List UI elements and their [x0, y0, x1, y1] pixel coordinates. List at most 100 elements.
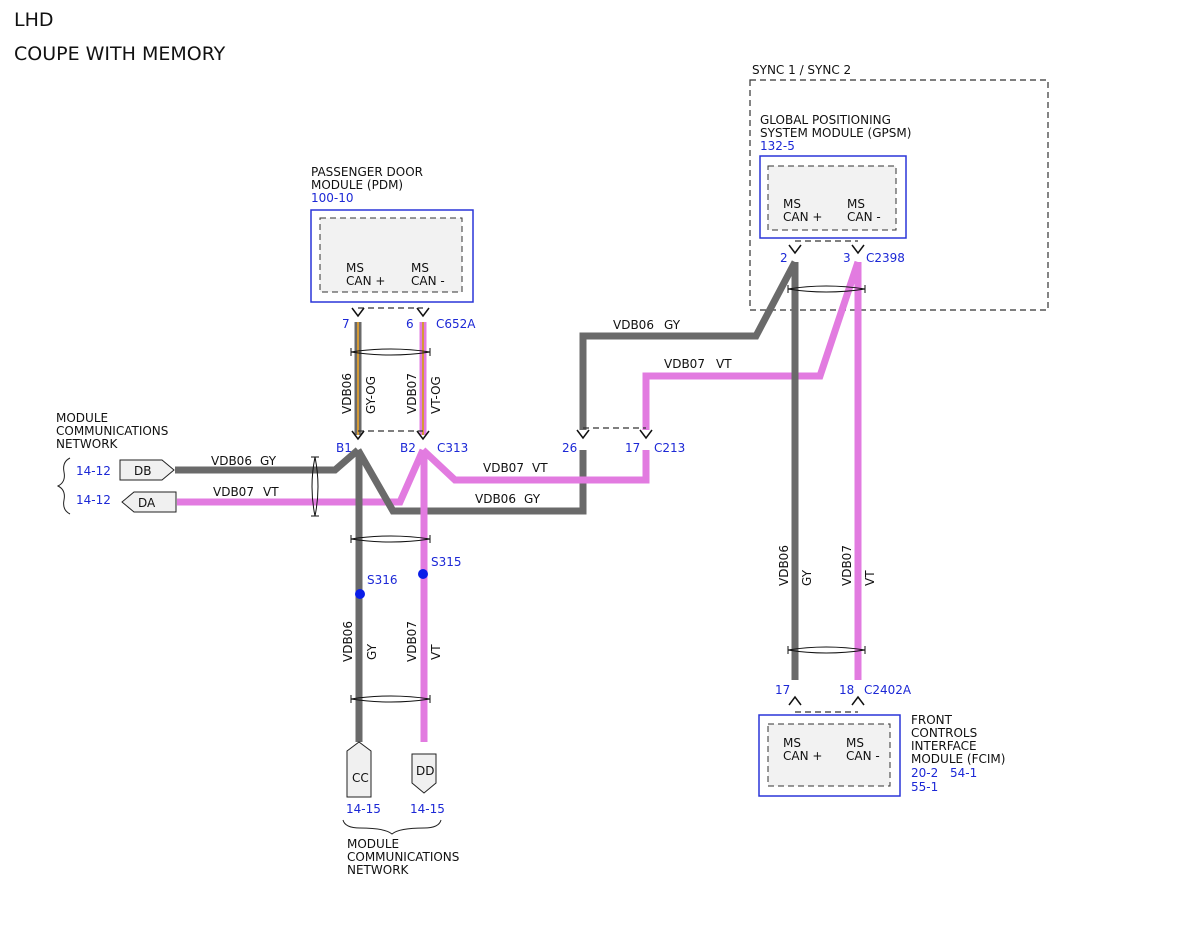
fcim-can-plus: CAN + — [783, 749, 822, 763]
connector-da[interactable] — [121, 491, 177, 513]
c313-pin-a: B1 — [336, 441, 352, 455]
fcim-name-line3: INTERFACE — [911, 739, 977, 753]
bottom-network-line3: NETWORK — [347, 863, 410, 877]
pdm-ms-label-b: MS — [411, 261, 429, 275]
sync-region-title: SYNC 1 / SYNC 2 — [752, 63, 851, 77]
wl-left-vt: VT — [263, 485, 279, 499]
splice-s316-dot — [355, 589, 365, 599]
left-network-line3: NETWORK — [56, 437, 119, 451]
bottom-network: CC DD 14-15 14-15 MODULE COMMUNICATIONS … — [342, 741, 459, 877]
c2398-pin-a: 2 — [780, 251, 788, 265]
c652a-pin-b: 6 — [406, 317, 414, 331]
wl-low-gy: GY — [365, 643, 379, 660]
left-network-line2: COMMUNICATIONS — [56, 424, 168, 438]
left-db-ref: 14-12 — [76, 464, 111, 478]
left-network: MODULE COMMUNICATIONS NETWORK 14-12 14-1… — [56, 411, 177, 515]
c313-id: C313 — [437, 441, 468, 455]
fcim-name-line1: FRONT — [911, 713, 953, 727]
pdm-internal — [319, 217, 463, 293]
c2402a-pin-a: 17 — [775, 683, 790, 697]
connector-da-label: DA — [138, 496, 156, 510]
wire-vdb07-b2-to-c213 — [420, 447, 650, 484]
fcim-name-line2: CONTROLS — [911, 726, 977, 740]
fcim-internal — [767, 723, 891, 787]
wl-right-vdb07: VDB07 — [840, 545, 854, 586]
connector-dd[interactable] — [411, 753, 437, 794]
bottom-cc-ref: 14-15 — [346, 802, 381, 816]
gpsm-ms-label-b: MS — [847, 197, 865, 211]
wl-pdm-vdb07: VDB07 — [405, 373, 419, 414]
gpsm-can-plus: CAN + — [783, 210, 822, 224]
c213-pin-a: 26 — [562, 441, 577, 455]
wl-top-vt: VT — [716, 357, 732, 371]
fcim-ref-1: 20-2 — [911, 766, 938, 780]
splice-s315-dot — [418, 569, 428, 579]
fcim-ref-2: 54-1 — [950, 766, 977, 780]
wl-mid-vt: VT — [532, 461, 548, 475]
wl-top-vdb06: VDB06 — [613, 318, 654, 332]
wire-vdb07-left — [177, 448, 427, 506]
wl-mid-vdb06: VDB06 — [475, 492, 516, 506]
wl-top-gy: GY — [664, 318, 681, 332]
wl-right-vt: VT — [863, 570, 877, 586]
connector-cc[interactable] — [346, 741, 372, 798]
bottom-network-line2: COMMUNICATIONS — [347, 850, 459, 864]
splice-s315-label: S315 — [431, 555, 462, 569]
wl-low-vt: VT — [429, 644, 443, 660]
wl-low-vdb06: VDB06 — [341, 621, 355, 662]
fcim-can-minus: CAN - — [846, 749, 880, 763]
wl-right-vdb06: VDB06 — [777, 545, 791, 586]
connector-dd-label: DD — [416, 764, 434, 778]
pdm-module: PASSENGER DOOR MODULE (PDM) 100-10 MS CA… — [310, 165, 474, 303]
left-network-brace — [56, 457, 71, 515]
wl-mid-vdb07: VDB07 — [483, 461, 524, 475]
connector-db-label: DB — [134, 464, 151, 478]
splice-s316-label: S316 — [367, 573, 398, 587]
c2398-id: C2398 — [866, 251, 905, 265]
pdm-can-plus: CAN + — [346, 274, 385, 288]
c213-pin-b: 17 — [625, 441, 640, 455]
wl-right-gy: GY — [800, 569, 814, 586]
wire-vdb06-c213-to-gpsm — [579, 260, 799, 430]
pdm-name-line2: MODULE (PDM) — [311, 178, 403, 192]
connector-db[interactable] — [119, 459, 175, 481]
fcim-module: MS CAN + MS CAN - FRONT CONTROLS INTERFA… — [758, 713, 1005, 797]
wl-low-vdb07: VDB07 — [405, 621, 419, 662]
gpsm-name-line2: SYSTEM MODULE (GPSM) — [760, 126, 911, 140]
wl-left-vdb07: VDB07 — [213, 485, 254, 499]
pdm-ref: 100-10 — [311, 191, 354, 205]
wl-pdm-gy-og: GY-OG — [364, 376, 378, 414]
fcim-ms-label-a: MS — [783, 736, 801, 750]
fcim-ref-3: 55-1 — [911, 780, 938, 794]
left-da-ref: 14-12 — [76, 493, 111, 507]
bottom-network-brace — [342, 819, 442, 835]
c213-id: C213 — [654, 441, 685, 455]
pdm-can-minus: CAN - — [411, 274, 445, 288]
gpsm-internal — [767, 165, 897, 231]
wl-left-gy: GY — [260, 454, 277, 468]
c652a-pin-a: 7 — [342, 317, 350, 331]
wl-pdm-vt-og: VT-OG — [429, 376, 443, 414]
pdm-ms-label-a: MS — [346, 261, 364, 275]
c2398-pin-b: 3 — [843, 251, 851, 265]
fcim-name-line4: MODULE (FCIM) — [911, 752, 1005, 766]
connector-cc-label: CC — [352, 771, 369, 785]
gpsm-can-minus: CAN - — [847, 210, 881, 224]
wire-vdb06-left — [175, 447, 361, 474]
bottom-dd-ref: 14-15 — [410, 802, 445, 816]
wl-mid-gy: GY — [524, 492, 541, 506]
gpsm-ref: 132-5 — [760, 139, 795, 153]
connector-arrows — [351, 240, 865, 713]
header-coupe-with-memory: COUPE WITH MEMORY — [14, 43, 226, 65]
c2402a-pin-b: 18 — [839, 683, 854, 697]
twist-markers — [311, 285, 866, 703]
c313-pin-b: B2 — [400, 441, 416, 455]
c2402a-id: C2402A — [864, 683, 912, 697]
left-network-line1: MODULE — [56, 411, 108, 425]
wl-top-vdb07: VDB07 — [664, 357, 705, 371]
wl-pdm-vdb06: VDB06 — [340, 373, 354, 414]
pdm-name-line1: PASSENGER DOOR — [311, 165, 423, 179]
wire-vdb07-c213-to-gpsm — [642, 260, 862, 430]
header-lhd: LHD — [14, 9, 54, 31]
